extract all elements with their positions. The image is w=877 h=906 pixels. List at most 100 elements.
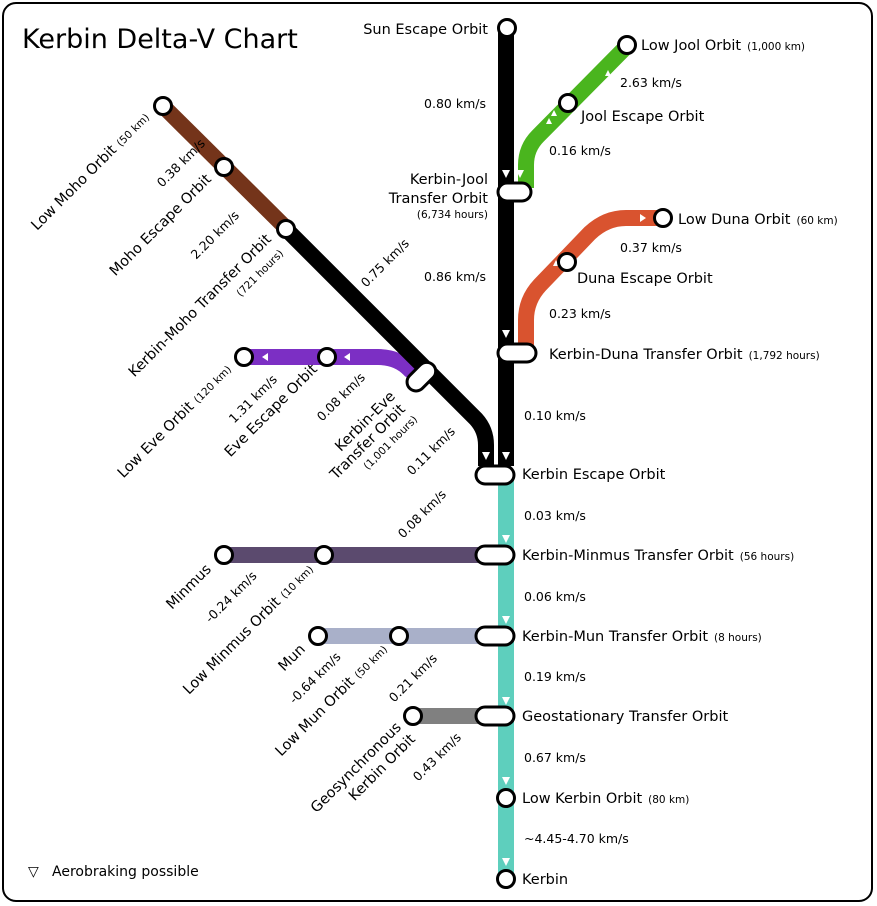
- eve-line: [244, 349, 427, 385]
- label-kerbin-jool-transfer-note: (6,734 hours): [417, 209, 488, 221]
- label-mun: Mun: [276, 642, 309, 675]
- label-kerbin-jool-transfer-2: Transfer Orbit: [388, 191, 489, 207]
- arrow-icon: [516, 170, 524, 178]
- label-low-mun-note: (50 km): [353, 644, 391, 682]
- jool-line: [518, 40, 633, 188]
- chart-title: Kerbin Delta-V Chart: [22, 24, 298, 55]
- arrow-icon: [262, 353, 268, 361]
- label-low-jool-note: (1,000 km): [747, 41, 805, 53]
- dv-moho-transfer: 0.75 km/s: [358, 236, 412, 290]
- node-geosync[interactable]: [403, 706, 423, 726]
- node-geo-transfer[interactable]: [474, 705, 516, 727]
- label-kerbin-duna-transfer-name: Kerbin-Duna Transfer Orbit: [549, 347, 743, 363]
- label-minmus: Minmus: [163, 562, 214, 613]
- node-eve-escape[interactable]: [317, 347, 337, 367]
- node-kerbin-duna-transfer[interactable]: [496, 342, 538, 364]
- arrow-icon: [406, 353, 412, 361]
- label-low-jool: Low Jool Orbit(1,000 km): [641, 38, 805, 54]
- label-kerbin-duna-transfer: Kerbin-Duna Transfer Orbit (1,792 hours): [549, 347, 820, 363]
- dv-jool-escape-to-low-jool: 2.63 km/s: [620, 75, 682, 90]
- label-kerbin-escape: Kerbin Escape Orbit: [522, 467, 666, 483]
- dv-minmus-to-mun-transfer: 0.06 km/s: [524, 589, 586, 604]
- node-mun[interactable]: [308, 626, 328, 646]
- label-low-duna: Low Duna Orbit (60 km): [678, 212, 838, 228]
- arrow-icon: [502, 330, 510, 338]
- dv-low-kerbin-to-surface: ~4.45-4.70 km/s: [524, 831, 629, 846]
- node-kerbin-escape[interactable]: [474, 464, 516, 486]
- dv-jool-transfer-to-jool-escape: 0.16 km/s: [549, 143, 611, 158]
- label-low-duna-name: Low Duna Orbit: [678, 212, 791, 228]
- label-kerbin-minmus-transfer-name: Kerbin-Minmus Transfer Orbit: [522, 548, 734, 564]
- arrow-icon: [640, 214, 646, 222]
- arrow-icon: [344, 353, 350, 361]
- node-duna-escape[interactable]: [557, 252, 577, 272]
- arrow-icon: [546, 118, 552, 124]
- label-low-eve-name: Low Eve Orbit: [115, 399, 198, 482]
- label-low-moho: Low Moho Orbit(50 km): [29, 110, 153, 234]
- label-kerbin: Kerbin: [522, 872, 568, 888]
- label-low-minmus-note: (10 km): [279, 564, 317, 602]
- node-kerbin[interactable]: [496, 869, 516, 889]
- dv-mun-transfer: 0.21 km/s: [386, 651, 440, 705]
- label-kerbin-minmus-transfer-note: (56 hours): [740, 551, 794, 563]
- dv-kerbin-escape-to-minmus: 0.03 km/s: [524, 508, 586, 523]
- arrow-icon: [502, 697, 510, 705]
- label-low-kerbin-name: Low Kerbin Orbit: [522, 791, 642, 807]
- node-kerbin-jool-transfer[interactable]: [496, 181, 533, 203]
- label-low-kerbin: Low Kerbin Orbit (80 km): [522, 791, 689, 807]
- dv-mun-to-geo: 0.19 km/s: [524, 669, 586, 684]
- node-sun-escape[interactable]: [497, 18, 517, 38]
- label-low-duna-note: (60 km): [797, 215, 838, 227]
- label-sun-escape: Sun Escape Orbit: [363, 22, 488, 38]
- aerobrake-legend-text: Aerobraking possible: [52, 864, 199, 880]
- dv-minmus-transfer: 0.08 km/s: [395, 487, 449, 541]
- node-kerbin-mun-transfer[interactable]: [474, 625, 516, 647]
- arrow-icon: [502, 452, 510, 460]
- node-low-moho[interactable]: [153, 96, 173, 116]
- dv-jool-transfer-to-kerbin-escape: 0.86 km/s: [424, 269, 486, 284]
- dv-geo-circularize: 0.43 km/s: [410, 730, 464, 784]
- nodes: [153, 18, 673, 889]
- dv-geo-to-low-kerbin: 0.67 km/s: [524, 750, 586, 765]
- node-low-mun[interactable]: [389, 626, 409, 646]
- arrow-icon: [502, 777, 510, 785]
- label-geo-transfer: Geostationary Transfer Orbit: [522, 709, 728, 725]
- node-low-duna[interactable]: [653, 208, 673, 228]
- label-low-eve: Low Eve Orbit(120 km): [115, 362, 235, 482]
- dv-moho-escape: 2.20 km/s: [188, 208, 242, 262]
- dv-duna-transfer-to-kerbin-escape: 0.10 km/s: [524, 408, 586, 423]
- arrow-icon: [502, 616, 510, 624]
- aerobrake-legend-icon: ▽: [28, 864, 39, 880]
- label-kerbin-duna-transfer-note: (1,792 hours): [749, 350, 820, 362]
- node-moho-escape[interactable]: [214, 157, 234, 177]
- node-kerbin-minmus-transfer[interactable]: [474, 544, 516, 566]
- label-kerbin-mun-transfer-note: (8 hours): [714, 632, 762, 644]
- label-low-moho-name: Low Moho Orbit: [29, 142, 121, 234]
- legend: ▽ Aerobraking possible: [28, 864, 199, 880]
- inner-planet-line: [279, 222, 494, 466]
- node-kerbin-eve-transfer[interactable]: [403, 359, 439, 395]
- node-low-jool[interactable]: [617, 35, 637, 55]
- label-low-kerbin-note: (80 km): [648, 794, 689, 806]
- arrow-icon: [502, 858, 510, 866]
- dv-eve-transfer: 0.11 km/s: [404, 424, 458, 478]
- arrow-icon: [502, 535, 510, 543]
- label-low-minmus-name: Low Minmus Orbit: [180, 594, 284, 698]
- label-duna-escape: Duna Escape Orbit: [577, 271, 713, 287]
- dv-duna-transfer-to-duna-escape: 0.23 km/s: [549, 306, 611, 321]
- arrow-icon: [482, 452, 490, 460]
- node-low-eve[interactable]: [234, 347, 254, 367]
- arrow-icon: [551, 110, 557, 116]
- label-kerbin-mun-transfer-name: Kerbin-Mun Transfer Orbit: [522, 629, 708, 645]
- arrow-icon: [502, 170, 510, 178]
- node-kerbin-moho-transfer[interactable]: [276, 219, 296, 239]
- node-low-kerbin[interactable]: [496, 788, 516, 808]
- label-kerbin-minmus-transfer: Kerbin-Minmus Transfer Orbit (56 hours): [522, 548, 794, 564]
- node-jool-escape[interactable]: [558, 93, 578, 113]
- arrow-icon: [605, 70, 611, 76]
- node-low-minmus[interactable]: [314, 545, 334, 565]
- dv-duna-escape-to-low-duna: 0.37 km/s: [620, 240, 682, 255]
- node-minmus[interactable]: [214, 545, 234, 565]
